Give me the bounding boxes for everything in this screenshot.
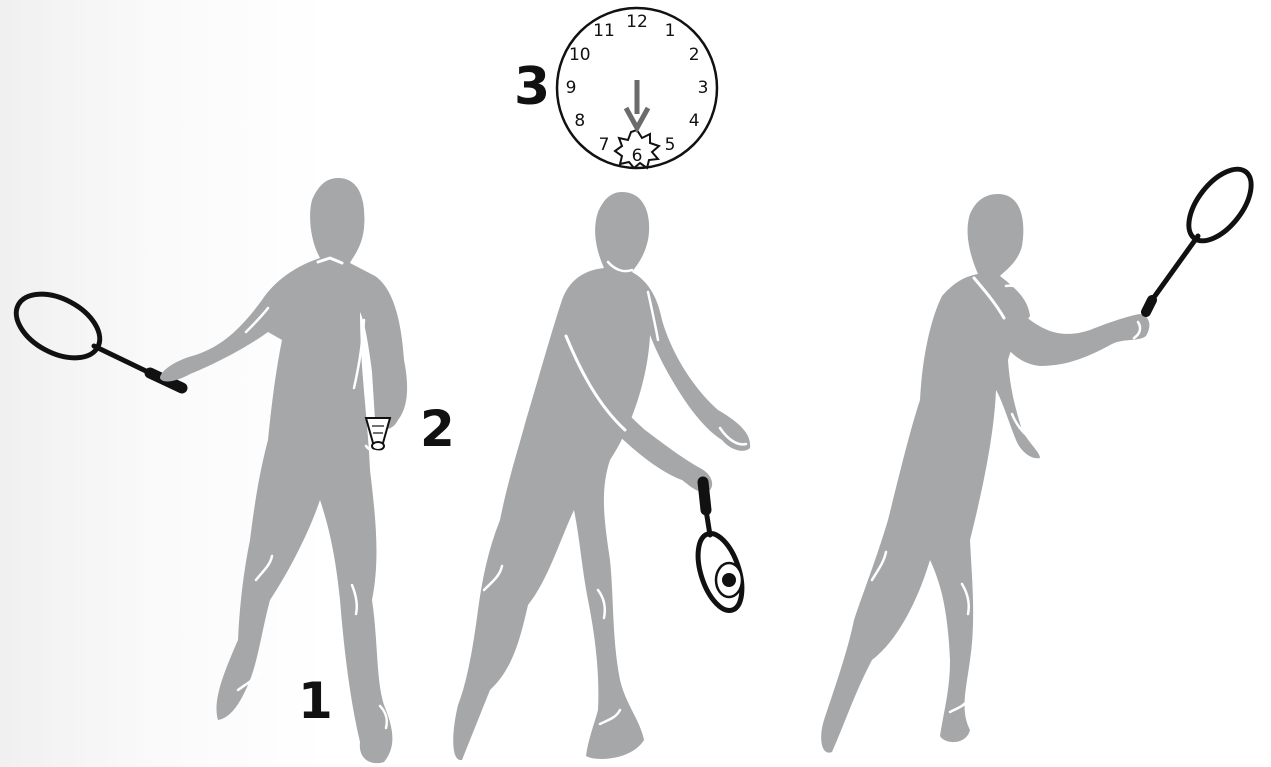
clock-number-9: 9 — [566, 78, 577, 98]
shuttlecock-icon — [716, 563, 742, 597]
player-figure-follow-through — [821, 158, 1263, 752]
clock-number-11: 11 — [593, 21, 615, 41]
step-number-3: 3 — [514, 57, 550, 117]
shuttlecock-icon — [366, 418, 390, 450]
racket-icon — [1146, 158, 1263, 312]
player-figure-contact — [453, 192, 750, 760]
step-number-1: 1 — [298, 672, 333, 730]
clock-number-3: 3 — [698, 78, 709, 98]
clock-highlight-number: 6 — [632, 146, 643, 166]
clock-number-4: 4 — [689, 111, 700, 131]
clock-number-5: 5 — [665, 135, 676, 155]
clock-number-12: 12 — [626, 12, 648, 32]
clock-number-10: 10 — [569, 45, 591, 65]
clock-number-2: 2 — [689, 45, 700, 65]
clock-number-1: 1 — [665, 21, 676, 41]
step-number-2: 2 — [420, 400, 455, 458]
racket-icon — [690, 482, 751, 616]
player-figure-stance — [6, 178, 408, 763]
clock-number-7: 7 — [599, 135, 610, 155]
racket-icon — [6, 281, 182, 388]
clock-number-8: 8 — [574, 111, 585, 131]
